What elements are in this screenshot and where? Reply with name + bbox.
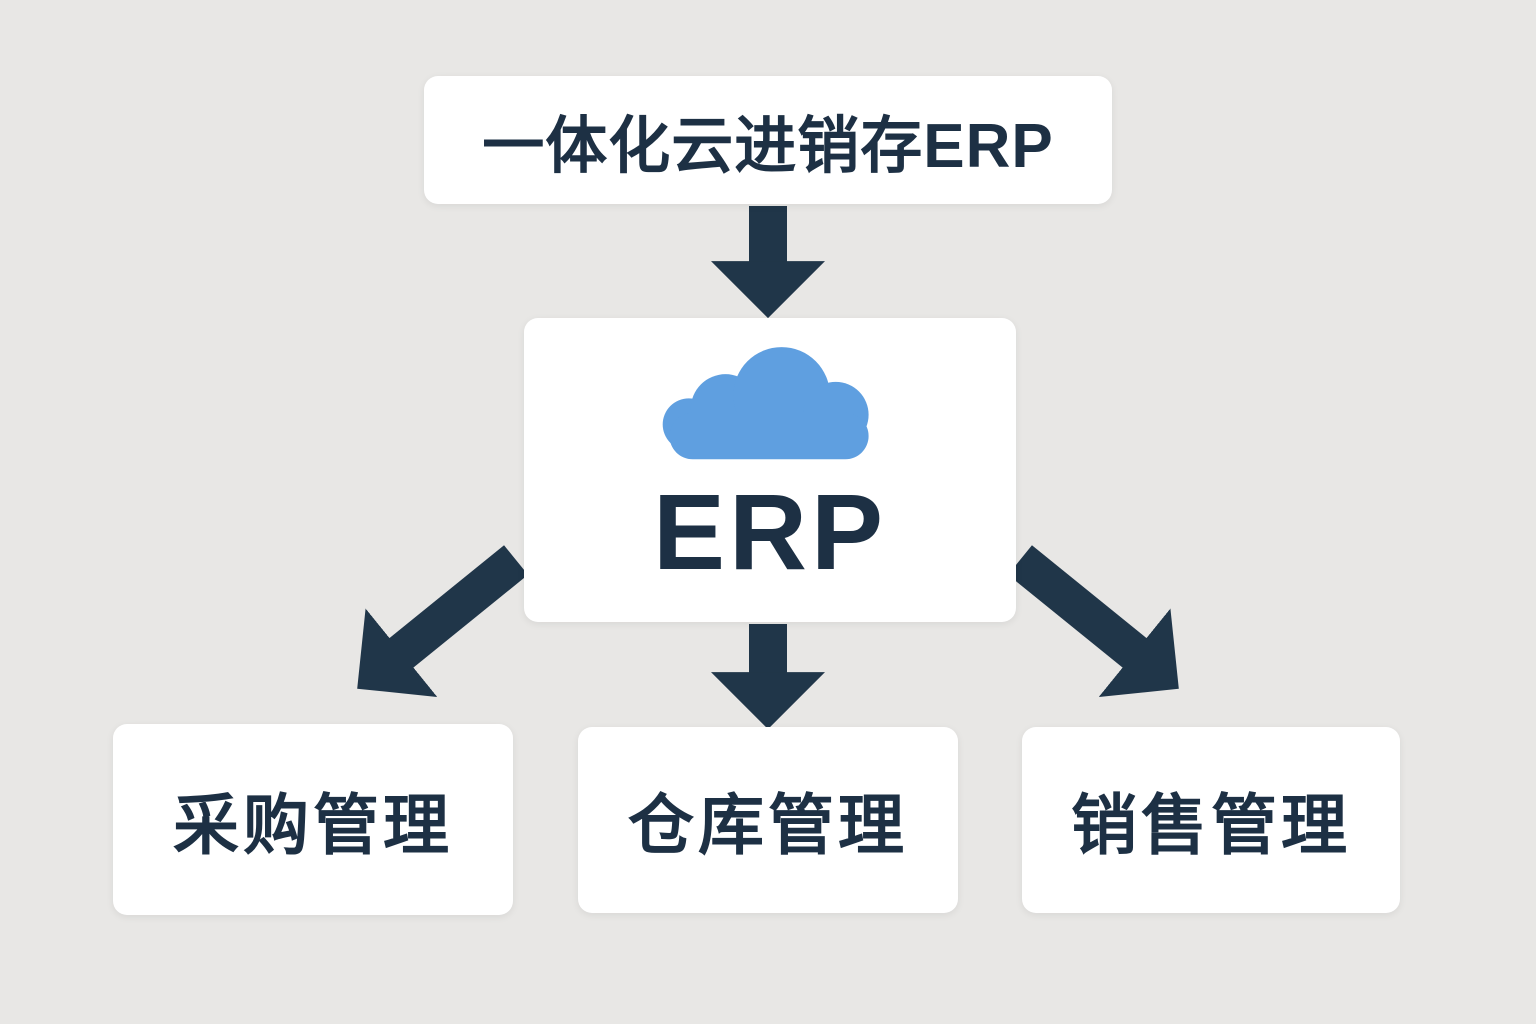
purchase-management-box: 采购管理 (113, 724, 513, 915)
arrow-erp-to-sales (1008, 545, 1179, 698)
erp-box: ERP (524, 318, 1016, 622)
purchase-management-label: 采购管理 (173, 787, 453, 862)
sales-management-box: 销售管理 (1022, 727, 1400, 913)
warehouse-management-box: 仓库管理 (578, 727, 958, 913)
cloud-icon (654, 344, 886, 472)
erp-label: ERP (652, 471, 888, 592)
title-box: 一体化云进销存ERP (424, 76, 1112, 204)
sales-management-label: 销售管理 (1071, 788, 1351, 862)
warehouse-management-label: 仓库管理 (628, 788, 908, 862)
title-label: 一体化云进销存ERP (482, 112, 1054, 181)
arrow-erp-to-purchase (357, 545, 528, 698)
